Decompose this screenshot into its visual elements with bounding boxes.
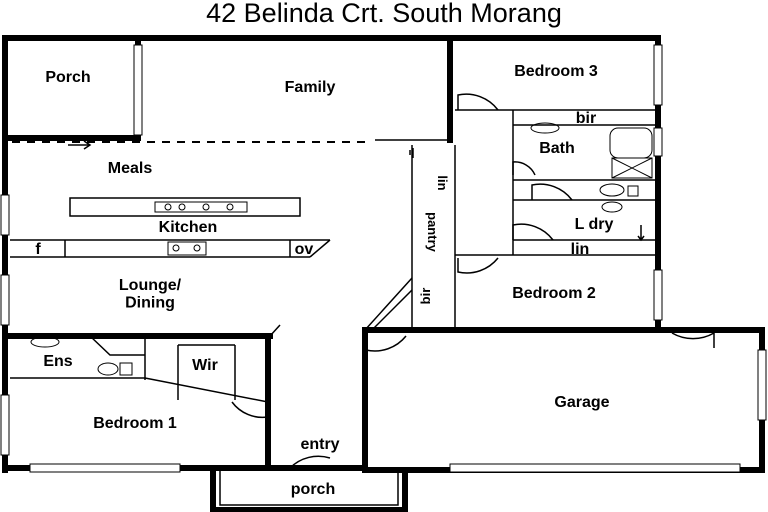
- lounge-dining-label: Lounge/Dining: [119, 277, 182, 312]
- walls: [2, 35, 765, 512]
- laundry-label: L dry: [575, 216, 614, 233]
- bir-side-label: bir: [418, 288, 433, 305]
- kitchen-island: [69, 197, 301, 217]
- family-label: Family: [285, 79, 336, 96]
- doors: [231, 93, 715, 469]
- meals-label: Meals: [108, 160, 153, 177]
- entry-label: entry: [300, 436, 339, 453]
- bir-top-label: bir: [576, 110, 596, 127]
- porch-front-label: porch: [291, 481, 335, 498]
- porch-back-label: Porch: [45, 69, 90, 86]
- plan-title: 42 Belinda Crt. South Morang: [206, 0, 562, 28]
- bath-label: Bath: [539, 140, 575, 157]
- oven-label: ov: [295, 241, 314, 258]
- bedroom3-label: Bedroom 3: [514, 63, 598, 80]
- wir-label: Wir: [192, 357, 218, 374]
- windows: [0, 44, 767, 473]
- lin-vertical-label: lin: [435, 175, 450, 190]
- arrow-icon: [68, 140, 92, 150]
- fridge-label: f: [35, 241, 41, 258]
- bedroom2-label: Bedroom 2: [512, 285, 596, 302]
- cooktop-icon: [167, 241, 207, 256]
- ensuite-label: Ens: [43, 353, 72, 370]
- lin-horizontal-label: lin: [571, 241, 590, 258]
- pantry-label: pantry: [425, 212, 440, 253]
- garage-label: Garage: [554, 394, 609, 411]
- kitchen-label: Kitchen: [159, 219, 218, 236]
- bath-fixtures: [30, 122, 653, 376]
- laundry-arrow-icon: [637, 225, 645, 242]
- bedroom1-label: Bedroom 1: [93, 415, 177, 432]
